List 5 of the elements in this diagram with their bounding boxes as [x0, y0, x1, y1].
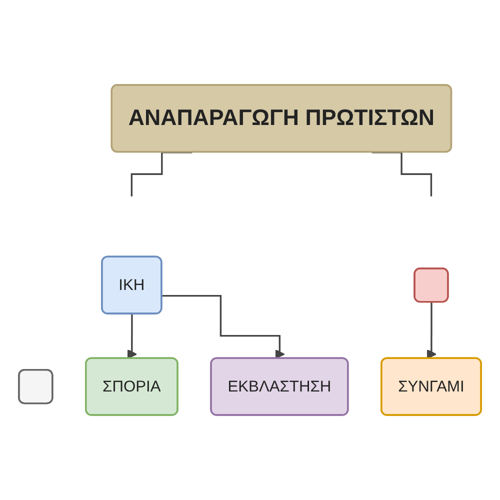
connector [372, 152, 432, 198]
arrow [426, 302, 437, 360]
arrow [127, 313, 138, 360]
arrow [162, 295, 285, 360]
connector [130, 152, 192, 198]
